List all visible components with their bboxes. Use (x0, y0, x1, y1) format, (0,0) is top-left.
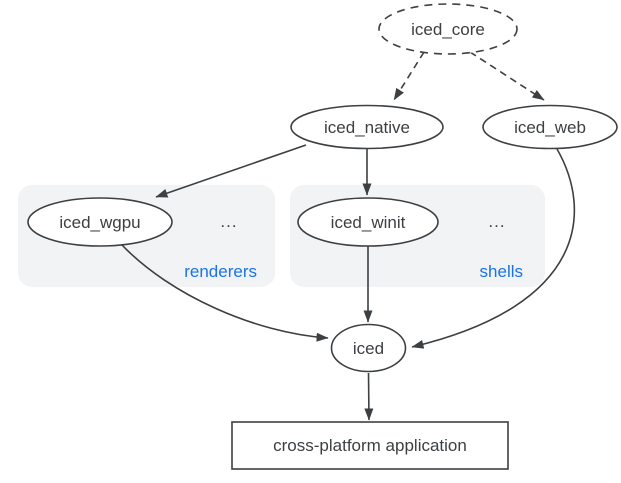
node-iced-wgpu: iced_wgpu (27, 197, 173, 247)
node-cross-platform-application-label: cross-platform application (273, 436, 467, 455)
node-iced-winit: iced_winit (297, 197, 439, 247)
edge-iced_web-iced (411, 148, 576, 349)
node-iced-label: iced (353, 339, 384, 358)
node-iced-wgpu-shape (27, 197, 173, 247)
edge-iced-app (364, 372, 374, 421)
group-renderers-label: renderers (184, 262, 257, 281)
node-iced-native-label: iced_native (324, 118, 410, 137)
edge-iced_core-iced_web (469, 51, 545, 101)
node-iced-native: iced_native (290, 104, 444, 150)
node-iced-web-shape (482, 104, 618, 150)
node-cross-platform-application: cross-platform application (231, 421, 509, 470)
node-iced-core-label: iced_core (411, 20, 485, 39)
group-shells-ellipsis: ... (488, 212, 505, 231)
node-iced-shape (330, 323, 407, 373)
node-iced-winit-shape (297, 197, 439, 247)
edge-iced_native-iced_wgpu (155, 144, 307, 198)
node-iced-wgpu-label: iced_wgpu (59, 213, 140, 232)
node-iced-core-shape (378, 3, 518, 55)
edge-iced_wgpu-iced (121, 244, 329, 342)
node-iced-native-shape (290, 104, 444, 150)
node-iced-winit-label: iced_winit (331, 213, 406, 232)
node-iced-web-label: iced_web (514, 118, 586, 137)
node-iced: iced (330, 323, 407, 373)
node-cross-platform-application-shape (231, 421, 509, 470)
edge-iced_core-iced_native (393, 51, 425, 101)
node-iced-web: iced_web (482, 104, 618, 150)
node-iced-core: iced_core (378, 3, 518, 55)
group-renderers-ellipsis: ... (220, 212, 237, 231)
group-shells-label: shells (480, 262, 523, 281)
